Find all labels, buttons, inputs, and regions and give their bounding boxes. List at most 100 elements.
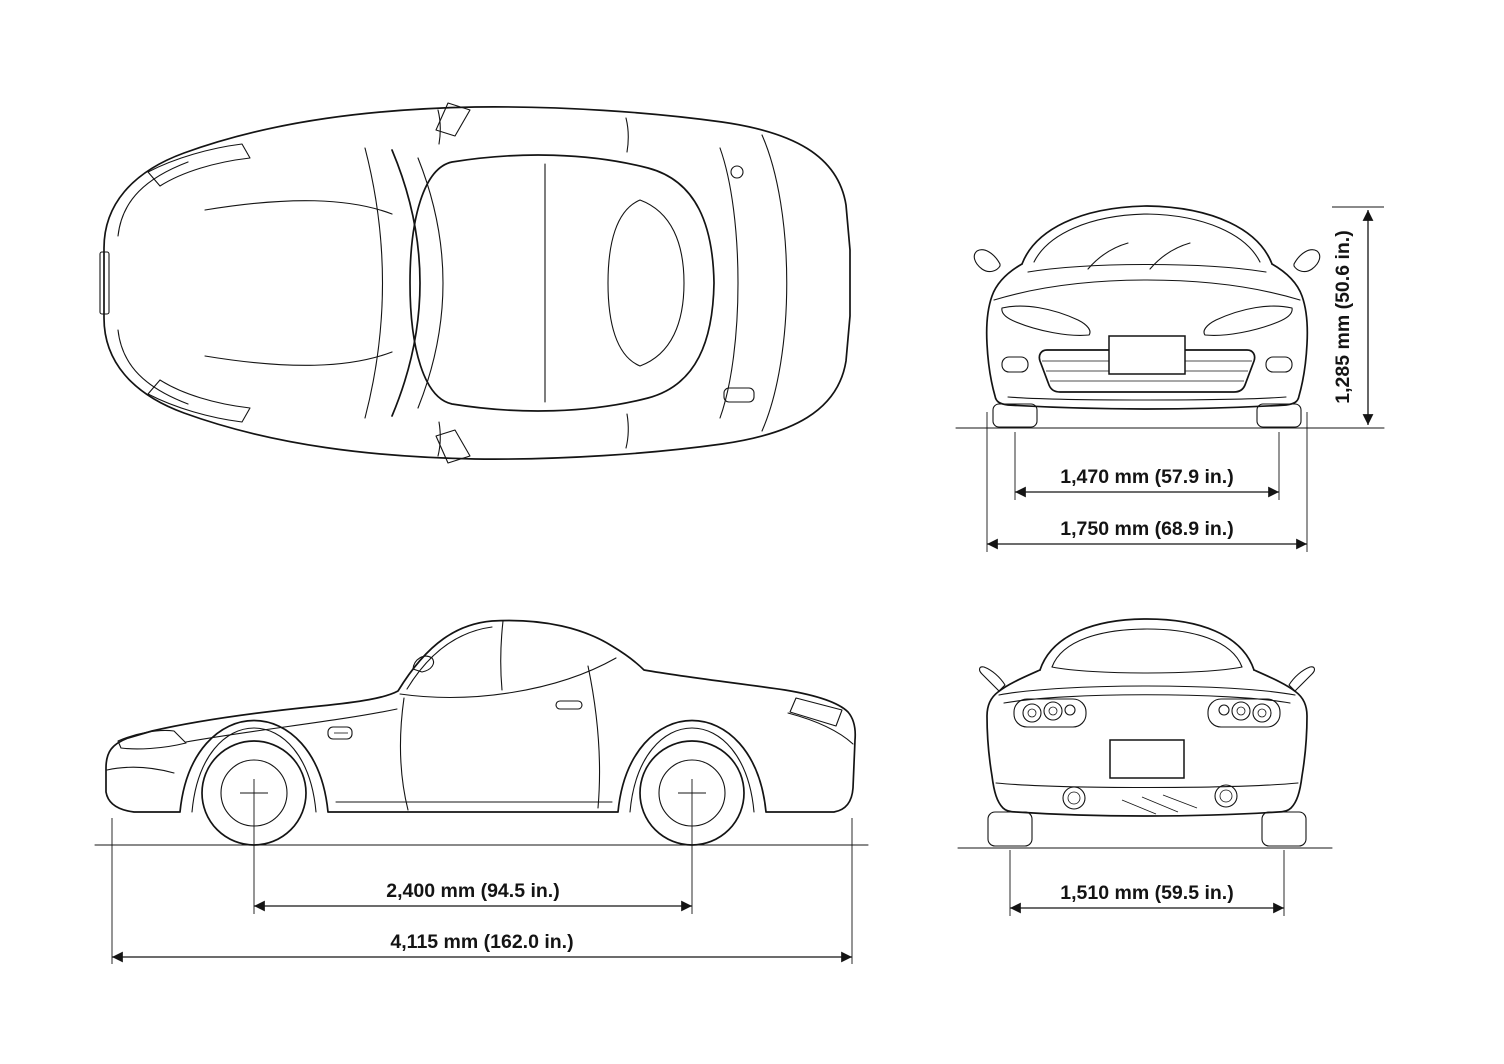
tail-lamp xyxy=(1043,701,1063,721)
tail-lamp-inner xyxy=(1236,706,1246,716)
bumper-seam xyxy=(117,329,189,405)
roof-outline xyxy=(1021,205,1273,265)
headlight-upper xyxy=(147,143,251,187)
tail-lamp xyxy=(1218,704,1230,716)
door-seam xyxy=(437,421,441,457)
tail-light-housing-left xyxy=(1013,698,1087,728)
front-track-dimension: 1,470 mm (57.9 in.) xyxy=(1014,432,1280,500)
overall-height-label: 1,285 mm (50.6 in.) xyxy=(1332,230,1354,403)
side-mirror-lower xyxy=(435,429,471,464)
nose-emblem xyxy=(99,251,110,315)
spoiler-fin-left xyxy=(979,666,1006,692)
hood-shutline xyxy=(185,708,398,743)
body-outline xyxy=(986,669,1308,817)
tire-right xyxy=(1261,811,1307,847)
exhaust-left-inner xyxy=(1067,791,1081,805)
tail-light xyxy=(789,697,843,727)
door-seam xyxy=(625,117,629,153)
fuel-cap xyxy=(730,165,744,179)
door-seam xyxy=(437,109,441,145)
door-seam-front xyxy=(399,697,409,811)
wheelbase-label: 2,400 mm (94.5 in.) xyxy=(386,880,559,902)
rear-track-label: 1,510 mm (59.5 in.) xyxy=(1060,882,1233,904)
top-view xyxy=(99,102,851,464)
cowl-line xyxy=(1027,263,1267,273)
tail-lamp xyxy=(1064,704,1076,716)
wheel-arch-lip xyxy=(629,727,755,813)
headlight xyxy=(117,729,187,750)
fog-lamp-right xyxy=(1265,356,1293,373)
overall-length-label: 4,115 mm (162.0 in.) xyxy=(390,931,573,953)
spoiler-fin-right xyxy=(1288,666,1315,692)
overall-width-label: 1,750 mm (68.9 in.) xyxy=(1060,518,1233,540)
overall-height-dimension: 1,285 mm (50.6 in.) xyxy=(1332,206,1384,425)
tire-left xyxy=(987,811,1033,847)
trunk-line xyxy=(761,134,788,432)
tail-lamp-inner xyxy=(1257,708,1267,718)
front-track-label: 1,470 mm (57.9 in.) xyxy=(1060,466,1233,488)
side-mirror-right xyxy=(1293,249,1321,273)
wiper xyxy=(1149,242,1191,270)
windshield-inner xyxy=(1033,213,1261,263)
hood-crease xyxy=(204,351,393,366)
grille-opening xyxy=(1038,349,1256,393)
hood-contour xyxy=(993,279,1301,301)
tail-light-housing-right xyxy=(1207,698,1281,728)
front-view xyxy=(955,205,1385,429)
rear-window xyxy=(607,199,685,367)
body-outline xyxy=(103,106,851,460)
rear-view xyxy=(957,618,1333,849)
body-outline xyxy=(105,619,857,813)
windshield-frame xyxy=(391,149,421,417)
deck-vent xyxy=(723,387,755,403)
license-plate xyxy=(1109,739,1185,779)
roof-outline xyxy=(1039,618,1255,671)
license-plate xyxy=(1108,335,1186,375)
tire-left xyxy=(992,403,1038,428)
wheel-arch-lip xyxy=(191,727,317,813)
beltline xyxy=(399,657,617,698)
rear-window-base xyxy=(1051,666,1243,674)
exhaust-right xyxy=(1214,784,1238,808)
wheelbase-dimension: 2,400 mm (94.5 in.) xyxy=(254,880,692,912)
bumper-crease xyxy=(106,766,175,774)
bumper-crease xyxy=(1007,396,1287,401)
body-outline xyxy=(985,263,1309,410)
windshield-header xyxy=(417,157,444,409)
headlight-lower xyxy=(147,379,251,423)
diffuser-line xyxy=(1141,796,1179,813)
side-mirror xyxy=(412,655,435,673)
tonneau-line xyxy=(719,147,739,419)
deck-line xyxy=(998,685,1296,696)
side-vent xyxy=(327,726,353,740)
tail-lamp xyxy=(1231,701,1251,721)
diffuser-line xyxy=(1121,799,1157,815)
bumper-line xyxy=(995,782,1299,789)
tail-lamp xyxy=(1022,703,1042,723)
overall-length-dimension: 4,115 mm (162.0 in.) xyxy=(111,818,853,964)
exhaust-right-inner xyxy=(1219,789,1233,803)
wiper xyxy=(1087,242,1129,270)
side-mirror-upper xyxy=(435,102,471,137)
soft-top-outline xyxy=(409,154,715,412)
rear-window-arc xyxy=(1051,628,1243,668)
hood-crease xyxy=(204,200,393,215)
top-seam xyxy=(500,620,504,691)
dimension-annotations: 1,470 mm (57.9 in.) 1,750 mm (68.9 in.) … xyxy=(111,206,1384,964)
rear-track-dimension: 1,510 mm (59.5 in.) xyxy=(1009,850,1285,916)
tail-lamp-inner xyxy=(1048,706,1058,716)
a-pillar-inner xyxy=(406,626,493,690)
headlight-right xyxy=(1203,305,1293,336)
door-seam xyxy=(625,413,629,449)
tire-right xyxy=(1256,403,1302,428)
headlight-left xyxy=(1001,305,1091,336)
overall-width-dimension: 1,750 mm (68.9 in.) xyxy=(986,412,1308,552)
tail-lamp-inner xyxy=(1027,708,1037,718)
exhaust-left xyxy=(1062,786,1086,810)
door-seam-rear xyxy=(587,665,601,809)
diffuser-line xyxy=(1162,794,1198,809)
side-view xyxy=(94,619,869,914)
door-handle xyxy=(555,700,583,710)
